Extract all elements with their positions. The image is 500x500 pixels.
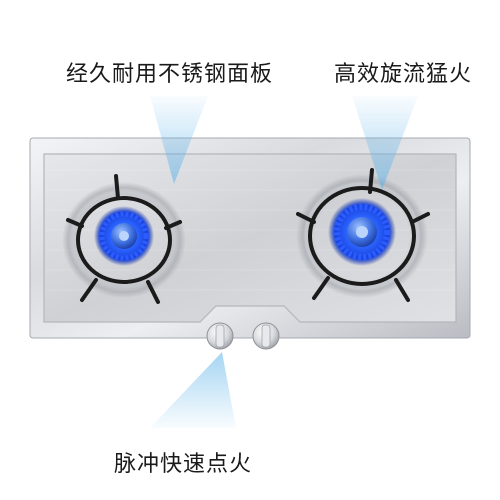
flame-callout: 高效旋流猛火 xyxy=(334,62,473,87)
beam-ignition xyxy=(150,352,236,428)
beam-panel xyxy=(150,96,208,184)
ignition-callout: 脉冲快速点火 xyxy=(114,452,253,477)
left-knob xyxy=(206,322,234,350)
left-grate xyxy=(66,174,182,304)
beam-flame xyxy=(352,96,418,190)
right-burner xyxy=(296,174,428,298)
right-grate xyxy=(296,168,430,302)
panel-callout: 经久耐用不锈钢面板 xyxy=(66,62,274,87)
right-knob xyxy=(252,322,280,350)
